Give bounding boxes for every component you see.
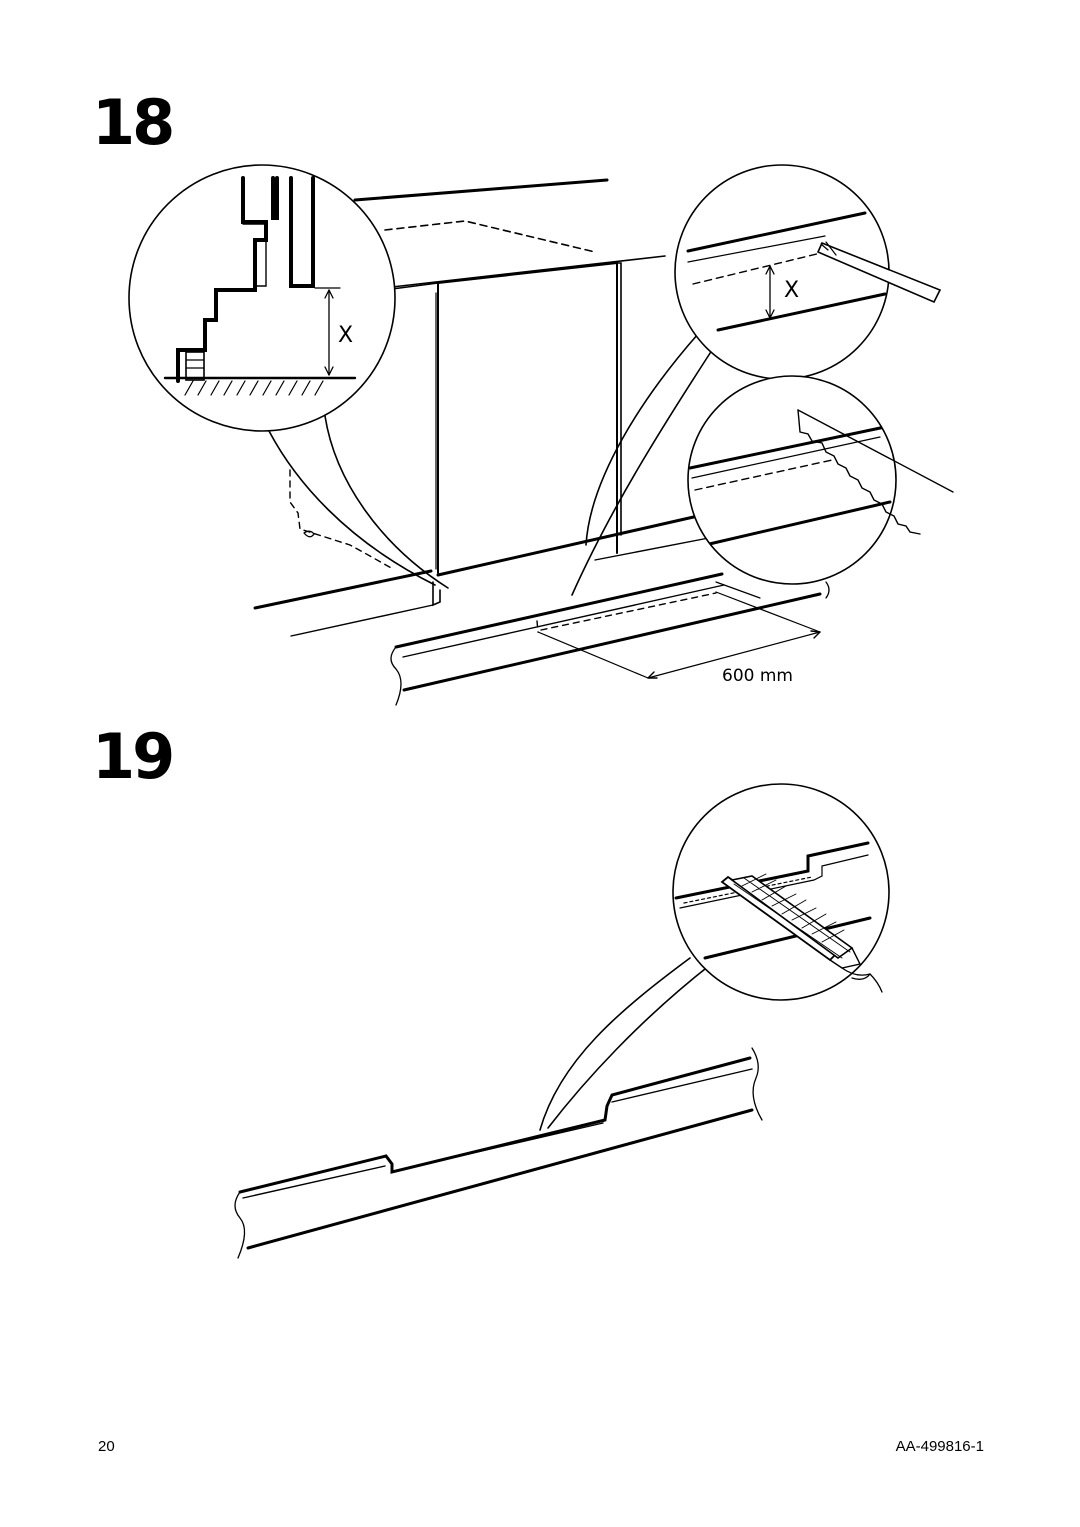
cabinet-top-rail xyxy=(391,255,666,288)
file-detail-callout xyxy=(672,783,890,1001)
dimension-line-lower xyxy=(537,631,649,679)
cutout-dashed-line xyxy=(536,592,717,633)
countertop-edge xyxy=(353,178,609,202)
left-detail-callout xyxy=(128,164,449,589)
plinth-board xyxy=(390,572,830,706)
step-number-18: 18 xyxy=(92,86,175,159)
file-icon xyxy=(720,873,883,993)
floor-line-left xyxy=(253,569,433,610)
dimension-label-x-left: X xyxy=(338,323,353,348)
callout-tail-2 xyxy=(547,964,711,1129)
document-id: AA-499816-1 xyxy=(895,1438,984,1455)
dimension-line-upper xyxy=(715,591,821,633)
page-number: 20 xyxy=(98,1438,115,1455)
dimension-extension xyxy=(715,581,761,599)
dimension-label-x-right: X xyxy=(784,278,799,303)
side-cabinet xyxy=(616,262,622,536)
worktop-dashed-outline xyxy=(384,220,596,253)
hidden-leg-outline xyxy=(289,469,394,570)
right-bottom-detail-callout xyxy=(687,375,954,585)
plinth-top-edge xyxy=(436,509,722,577)
right-top-detail-callout xyxy=(571,164,942,596)
dimension-label-600mm: 600 mm xyxy=(722,666,793,686)
dimension-arrow-left xyxy=(647,671,658,679)
dimension-arrow-right xyxy=(810,630,821,639)
callout-tail xyxy=(539,957,691,1131)
plinth-corner xyxy=(432,581,441,607)
foot-icon xyxy=(303,530,315,538)
floor-line-left-thin xyxy=(290,604,434,637)
notched-plinth xyxy=(234,1047,763,1259)
dimension-arrow-line xyxy=(647,631,821,679)
plinth-side-edge xyxy=(594,535,720,561)
step-number-19: 19 xyxy=(92,720,175,793)
